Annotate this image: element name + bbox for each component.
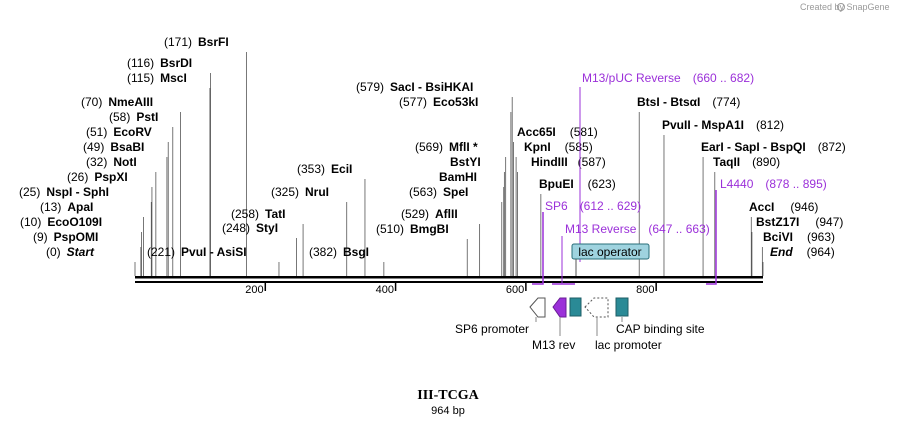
site-leader-lines	[134, 52, 764, 276]
site-label-bsabi[interactable]: (49)BsaBI	[83, 140, 144, 154]
site-label-ecoo109i[interactable]: (10)EcoO109I	[20, 215, 102, 229]
site-label-bamhi[interactable]: BamHI	[439, 170, 477, 184]
ruler-ticks: 200 400 600 800	[245, 283, 657, 296]
sequence-title: III-TCGA	[417, 388, 479, 403]
site-label-taqii[interactable]: TaqII(890)	[713, 155, 780, 169]
site-label-start[interactable]: (0)Start	[46, 245, 95, 259]
site-label-pspxi[interactable]: (26)PspXI	[67, 170, 128, 184]
svg-text:L4440(878 .. 895): L4440(878 .. 895)	[720, 177, 827, 191]
feature-track	[529, 297, 629, 336]
site-label-pvuii-mspa1i[interactable]: PvuII - MspA1I(812)	[662, 118, 784, 132]
site-label-bcivi[interactable]: BciVI(963)	[763, 230, 835, 244]
cap-binding-site-label: CAP binding site	[616, 322, 705, 336]
lac-promoter-arrow-icon[interactable]	[584, 297, 609, 318]
primer-l4440[interactable]: L4440(878 .. 895)	[706, 177, 827, 285]
primers: M13/pUC Reverse(660 .. 682) L4440(878 ..…	[532, 71, 827, 285]
site-label-bstz17i[interactable]: BstZ17I(947)	[756, 215, 843, 229]
site-label-ecii[interactable]: (353)EciI	[297, 162, 352, 176]
site-label-mfli[interactable]: (569)MflI *	[415, 140, 478, 154]
site-label-noti[interactable]: (32)NotI	[86, 155, 137, 169]
site-label-bpuei[interactable]: BpuEI(623)	[539, 177, 616, 191]
sp6-promoter-label: SP6 promoter	[455, 322, 529, 336]
site-label-nmeaiii[interactable]: (70)NmeAIII	[81, 95, 153, 109]
svg-text:M13 Reverse(647 .. 663): M13 Reverse(647 .. 663)	[565, 222, 710, 236]
m13-rev-arrow-icon[interactable]	[552, 297, 567, 318]
primer-m13-reverse[interactable]: M13 Reverse(647 .. 663)	[561, 222, 710, 284]
lac-operator-box-icon[interactable]	[569, 297, 582, 317]
dna-backbone	[135, 276, 763, 283]
site-label-apai[interactable]: (13)ApaI	[40, 200, 93, 214]
site-label-pspomi[interactable]: (9)PspOMI	[33, 230, 98, 244]
site-label-bsrfi[interactable]: (171)BsrFI	[164, 35, 229, 49]
site-label-pvui-asisi[interactable]: (221)PvuI - AsiSI	[147, 245, 247, 259]
svg-text:lac operator: lac operator	[578, 245, 641, 259]
lac-operator-feature[interactable]: lac operator	[571, 243, 650, 276]
sequence-length: 964 bp	[431, 405, 465, 417]
site-label-eari-sapi-bspqi[interactable]: EarI - SapI - BspQI(872)	[701, 140, 846, 154]
site-label-acci[interactable]: AccI(946)	[749, 200, 818, 214]
site-label-nrui[interactable]: (325)NruI	[271, 185, 329, 199]
site-label-tati[interactable]: (258)TatI	[231, 207, 285, 221]
site-label-end[interactable]: End(964)	[770, 245, 835, 259]
lac-promoter-label: lac promoter	[595, 338, 662, 352]
site-label-psti[interactable]: (58)PstI	[109, 110, 158, 124]
site-label-nspi-sphi[interactable]: (25)NspI - SphI	[19, 185, 109, 199]
site-label-bstyi[interactable]: BstYI	[450, 155, 481, 169]
tick-label: 200	[245, 284, 263, 296]
site-label-acc65i[interactable]: Acc65I(581)	[517, 125, 598, 139]
site-label-kpni[interactable]: KpnI(585)	[524, 140, 593, 154]
tick-label: 800	[636, 284, 654, 296]
m13-rev-label: M13 rev	[532, 338, 575, 352]
site-label-hindiii[interactable]: HindIII(587)	[531, 155, 606, 169]
restriction-site-labels: (0)Start (9)PspOMI (10)EcoO109I (13)ApaI…	[19, 35, 846, 259]
site-label-bmgbi[interactable]: (510)BmgBI	[376, 222, 449, 236]
tick-label: 600	[506, 284, 524, 296]
site-label-spei[interactable]: (563)SpeI	[409, 185, 468, 199]
site-label-saci-bsihkai[interactable]: (579)SacI - BsiHKAI	[356, 80, 473, 94]
site-label-bsgi[interactable]: (382)BsgI	[309, 245, 369, 259]
sp6-promoter-arrow-icon[interactable]	[529, 297, 546, 318]
snapgene-logo-icon	[837, 3, 845, 11]
primer-m13-puc-reverse[interactable]: M13/pUC Reverse(660 .. 682)	[579, 71, 754, 262]
site-label-bsrdi[interactable]: (116)BsrDI	[127, 56, 192, 70]
tick-label: 400	[376, 284, 394, 296]
cap-binding-site-box-icon[interactable]	[615, 297, 629, 317]
primer-sp6[interactable]: SP6(612 .. 629)	[532, 199, 641, 285]
site-label-aflii[interactable]: (529)AflII	[401, 207, 458, 221]
site-label-eco53ki[interactable]: (577)Eco53kI	[399, 95, 478, 109]
site-label-msci[interactable]: (115)MscI	[127, 71, 187, 85]
svg-text:M13/pUC Reverse(660 .. 682): M13/pUC Reverse(660 .. 682)	[582, 71, 754, 85]
site-label-styi[interactable]: (248)StyI	[222, 221, 278, 235]
svg-text:SP6(612 .. 629): SP6(612 .. 629)	[545, 199, 641, 213]
site-label-ecorv[interactable]: (51)EcoRV	[86, 125, 152, 139]
site-label-btsi-btsai[interactable]: BtsI - BtsαI(774)	[637, 95, 740, 109]
